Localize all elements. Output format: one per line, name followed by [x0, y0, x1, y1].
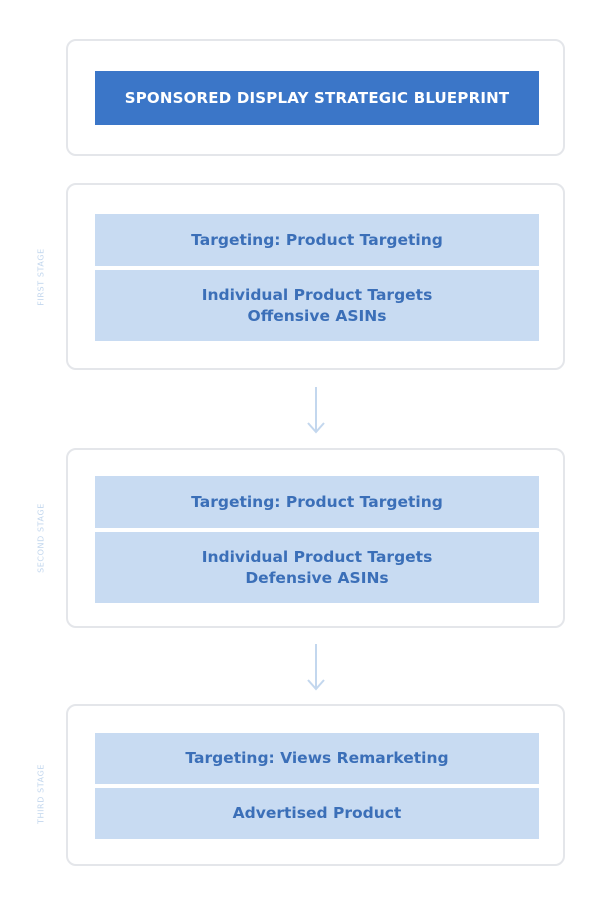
targeting-box-third: Targeting: Views Remarketing: [95, 733, 539, 784]
detail-box-third: Advertised Product: [95, 788, 539, 839]
arrow-down-icon: [307, 644, 325, 691]
diagram-title: SPONSORED DISPLAY STRATEGIC BLUEPRINT: [95, 71, 539, 125]
stage-card-second: Targeting: Product Targeting Individual …: [66, 448, 565, 628]
stage-card-third: Targeting: Views Remarketing Advertised …: [66, 704, 565, 866]
detail-box-first: Individual Product Targets Offensive ASI…: [95, 270, 539, 341]
arrow-down-icon: [307, 387, 325, 434]
detail-box-second: Individual Product Targets Defensive ASI…: [95, 532, 539, 603]
stage-card-first: Targeting: Product Targeting Individual …: [66, 183, 565, 370]
targeting-box-second: Targeting: Product Targeting: [95, 476, 539, 528]
stage-label-third: THIRD STAGE: [36, 763, 46, 825]
stage-label-first: FIRST STAGE: [36, 248, 46, 306]
stage-label-second: SECOND STAGE: [36, 503, 46, 573]
targeting-box-first: Targeting: Product Targeting: [95, 214, 539, 266]
title-card: SPONSORED DISPLAY STRATEGIC BLUEPRINT: [66, 39, 565, 156]
